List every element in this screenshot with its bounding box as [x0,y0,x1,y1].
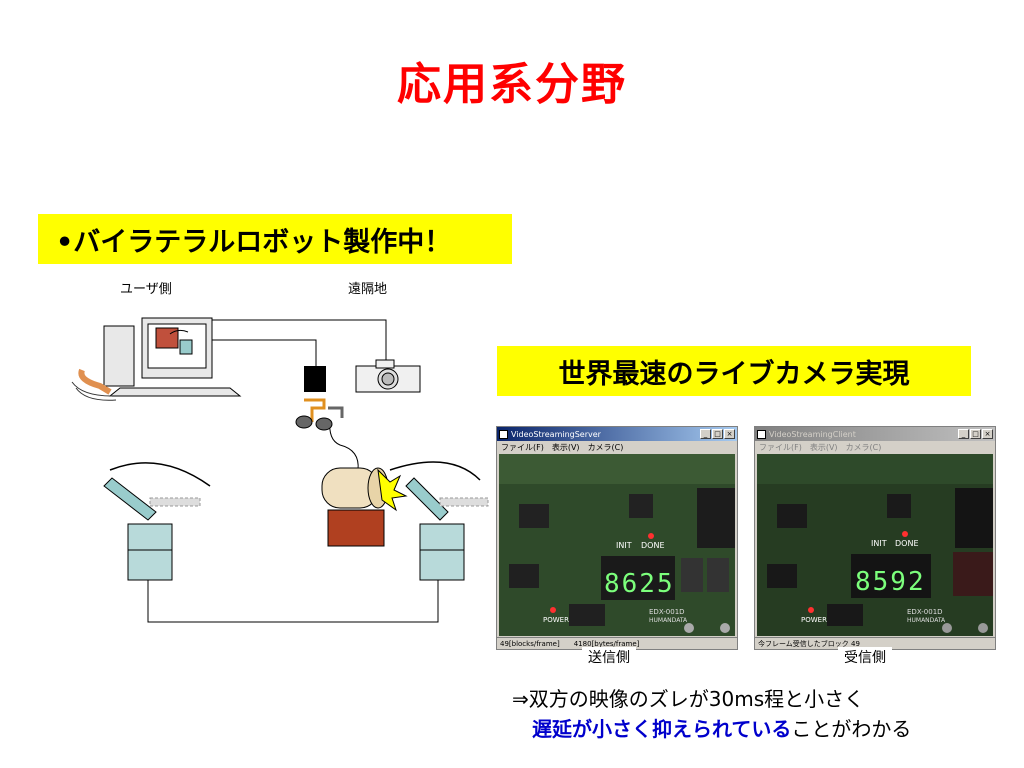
menu-file[interactable]: ファイル(F) [759,442,802,452]
menu-file[interactable]: ファイル(F) [501,442,544,452]
right-robot-icon [389,461,489,581]
close-button[interactable]: × [982,429,993,439]
left-robot-icon [103,462,211,581]
maximize-button[interactable]: □ [712,429,723,439]
sender-status-bar: 49[blocks/frame] 4180[bytes/frame] [497,637,737,649]
controller-box-icon [304,366,326,392]
menu-view[interactable]: 表示(V) [551,442,580,452]
receiver-window: VideoStreamingClient _ □ × ファイル(F) 表示(V)… [754,426,996,650]
svg-text:INIT: INIT [616,541,632,550]
maximize-button[interactable]: □ [970,429,981,439]
window-app-icon [499,429,508,439]
object-icon [321,467,408,547]
receiver-status-bar: 今フレーム受信したブロック 49 [755,637,995,649]
window-app-icon [757,429,766,439]
sender-menu-bar: ファイル(F) 表示(V) カメラ(C) [497,441,737,453]
user-side-label: ユーザ側 [120,282,172,297]
circuit-board-image: 8625 INIT DONE POWER EDX-001D HUMANDATA [499,454,735,636]
svg-text:HUMANDATA: HUMANDATA [649,617,688,624]
sender-window-title: VideoStreamingServer [511,429,601,439]
receiver-window-title: VideoStreamingClient [769,429,856,439]
receiver-menu-bar: ファイル(F) 表示(V) カメラ(C) [755,441,995,453]
music-note-icon [295,398,344,431]
svg-text:EDX-001D: EDX-001D [907,608,943,616]
conclusion-line-1: ⇒双方の映像のズレが30ms程と小さく [512,687,865,711]
circuit-board-image: 8592 INIT DONE POWER EDX-001D HUMANDATA [757,454,993,636]
sender-window: VideoStreamingServer _ □ × ファイル(F) 表示(V)… [496,426,738,650]
received-blocks: 今フレーム受信したブロック 49 [758,639,860,648]
bullet-text: •バイラテラルロボット製作中！ [56,226,452,258]
remote-label: 遠隔地 [348,282,388,297]
slide-title: 応用系分野 [397,59,627,110]
svg-text:DONE: DONE [895,539,919,548]
bullet-box: •バイラテラルロボット製作中！ [38,214,512,264]
receiver-caption: 受信側 [838,647,892,667]
sender-titlebar: VideoStreamingServer _ □ × [497,427,737,441]
svg-text:INIT: INIT [871,539,887,548]
camera-icon [355,359,421,393]
conclusion-highlight: 遅延が小さく抑えられている [532,717,792,741]
minimize-button[interactable]: _ [700,429,711,439]
menu-view[interactable]: 表示(V) [809,442,838,452]
bytes-per-frame: 4180[bytes/frame] [573,639,640,648]
highlight-text: 世界最速のライブカメラ実現 [558,358,910,390]
receiver-digits: 8592 [855,567,926,597]
svg-text:POWER: POWER [543,616,569,624]
minimize-button[interactable]: _ [958,429,969,439]
svg-text:POWER: POWER [801,616,827,624]
sender-video-view: 8625 INIT DONE POWER EDX-001D HUMANDATA [499,454,735,636]
receiver-titlebar: VideoStreamingClient _ □ × [755,427,995,441]
receiver-video-view: 8592 INIT DONE POWER EDX-001D HUMANDATA [757,454,993,636]
menu-camera[interactable]: カメラ(C) [587,442,624,452]
conclusion-line-2: 遅延が小さく抑えられていることがわかる [532,713,911,742]
sender-digits: 8625 [604,569,675,599]
sender-caption: 送信側 [582,647,636,667]
conclusion-rest: ことがわかる [791,717,912,741]
menu-camera[interactable]: カメラ(C) [845,442,882,452]
close-button[interactable]: × [724,429,735,439]
svg-text:DONE: DONE [641,541,665,550]
svg-text:EDX-001D: EDX-001D [649,608,685,616]
blocks-per-frame: 49[blocks/frame] [500,639,560,648]
svg-text:HUMANDATA: HUMANDATA [907,617,946,624]
bilateral-robot-diagram [71,317,489,623]
computer-icon [71,317,242,401]
highlight-box: 世界最速のライブカメラ実現 [497,346,971,396]
